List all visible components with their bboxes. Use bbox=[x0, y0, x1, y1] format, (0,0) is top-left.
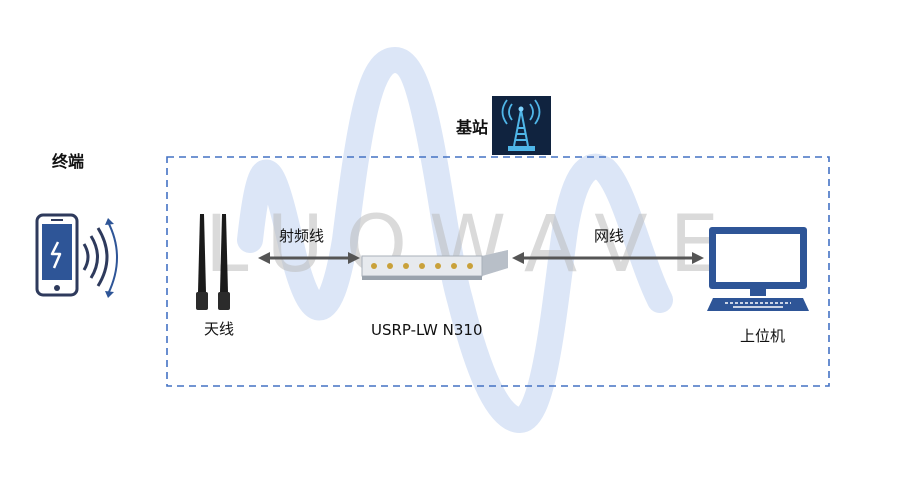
rf-cable-label: 射频线 bbox=[279, 227, 325, 245]
antenna-icon bbox=[196, 214, 230, 310]
computer-icon bbox=[707, 227, 809, 311]
terminal-label: 终端 bbox=[52, 152, 85, 171]
antenna-label: 天线 bbox=[204, 320, 235, 338]
usrp-device-icon bbox=[361, 250, 508, 280]
network-cable-label: 网线 bbox=[594, 227, 625, 245]
tower-icon bbox=[492, 96, 551, 155]
phone-icon bbox=[35, 213, 118, 298]
base-station-label: 基站 bbox=[456, 118, 489, 137]
usrp-label: USRP-LW N310 bbox=[371, 321, 483, 339]
host-label: 上位机 bbox=[740, 327, 786, 345]
